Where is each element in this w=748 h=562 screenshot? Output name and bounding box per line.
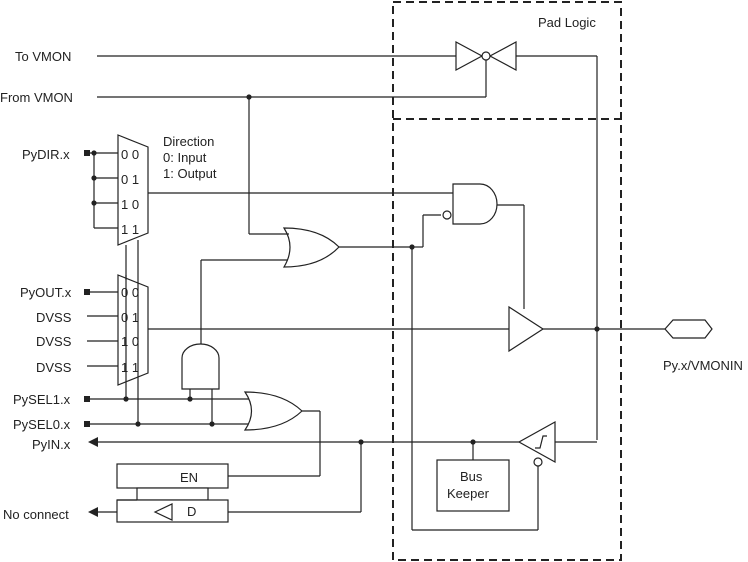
- latch-buffer-icon: [153, 503, 173, 521]
- label-dvss-2: DVSS: [36, 334, 72, 349]
- label-pydir: PyDIR.x: [22, 147, 70, 162]
- schmitt-icon: [535, 435, 547, 449]
- input-enable-bubble: [533, 457, 543, 467]
- latch-d-label: D: [187, 504, 196, 519]
- pysel0-terminal: [84, 421, 90, 427]
- label-to-vmon: To VMON: [15, 49, 71, 64]
- output-buffer: [508, 305, 545, 353]
- pysel1-terminal: [84, 396, 90, 402]
- pyin-arrow-icon: [88, 437, 98, 447]
- mux-select-wiring: [125, 240, 139, 423]
- vmon-switch-left: [455, 40, 484, 72]
- label-no-connect: No connect: [3, 507, 69, 522]
- label-from-vmon: From VMON: [0, 90, 73, 105]
- direction-mux: [117, 134, 149, 246]
- pydir-terminal: [84, 150, 90, 156]
- pyout-terminal: [84, 289, 90, 295]
- out-mux-in-01: 0 1: [121, 310, 139, 325]
- direction-note-output: 1: Output: [163, 166, 217, 181]
- out-mux-in-10: 1 0: [121, 334, 139, 349]
- dir-mux-in-00: 0 0: [121, 147, 139, 162]
- output-and-gate: [452, 183, 498, 225]
- enable-or-gate: [282, 227, 340, 268]
- direction-note-input: 0: Input: [163, 150, 207, 165]
- pysel-wiring: [90, 389, 253, 427]
- sel-or-gate: [243, 391, 303, 431]
- label-pyin: PyIN.x: [32, 437, 71, 452]
- dir-mux-in-11: 1 1: [121, 222, 139, 237]
- vmon-switch-right: [488, 40, 517, 72]
- input-schmitt-buffer: [517, 420, 556, 464]
- and-invert-bubble: [442, 210, 452, 220]
- label-dvss-1: DVSS: [36, 310, 72, 325]
- no-connect-arrow-icon: [88, 507, 98, 517]
- label-pysel0: PySEL0.x: [13, 417, 71, 432]
- label-pyout: PyOUT.x: [20, 285, 72, 300]
- latch-en-label: EN: [180, 470, 198, 485]
- output-mux-wiring: [87, 291, 118, 367]
- pin-pad: [664, 319, 713, 339]
- select-and-gate: [181, 343, 220, 390]
- dir-mux-in-01: 0 1: [121, 172, 139, 187]
- vmon-switch-bubble: [481, 51, 491, 61]
- out-mux-in-11: 1 1: [121, 360, 139, 375]
- out-mux-in-00: 0 0: [121, 285, 139, 300]
- label-dvss-3: DVSS: [36, 360, 72, 375]
- pad-logic-boundary: [392, 1, 622, 561]
- label-pysel1: PySEL1.x: [13, 392, 71, 407]
- direction-note-title: Direction: [163, 134, 214, 149]
- pad-logic-title: Pad Logic: [538, 15, 596, 30]
- label-pin: Py.x/VMONIN: [663, 358, 743, 373]
- pydir-wiring: [90, 150, 118, 229]
- bus-keeper-label-2: Keeper: [447, 486, 490, 501]
- dir-mux-in-10: 1 0: [121, 197, 139, 212]
- bus-keeper-label-1: Bus: [460, 469, 483, 484]
- bus-keeper: [436, 459, 510, 512]
